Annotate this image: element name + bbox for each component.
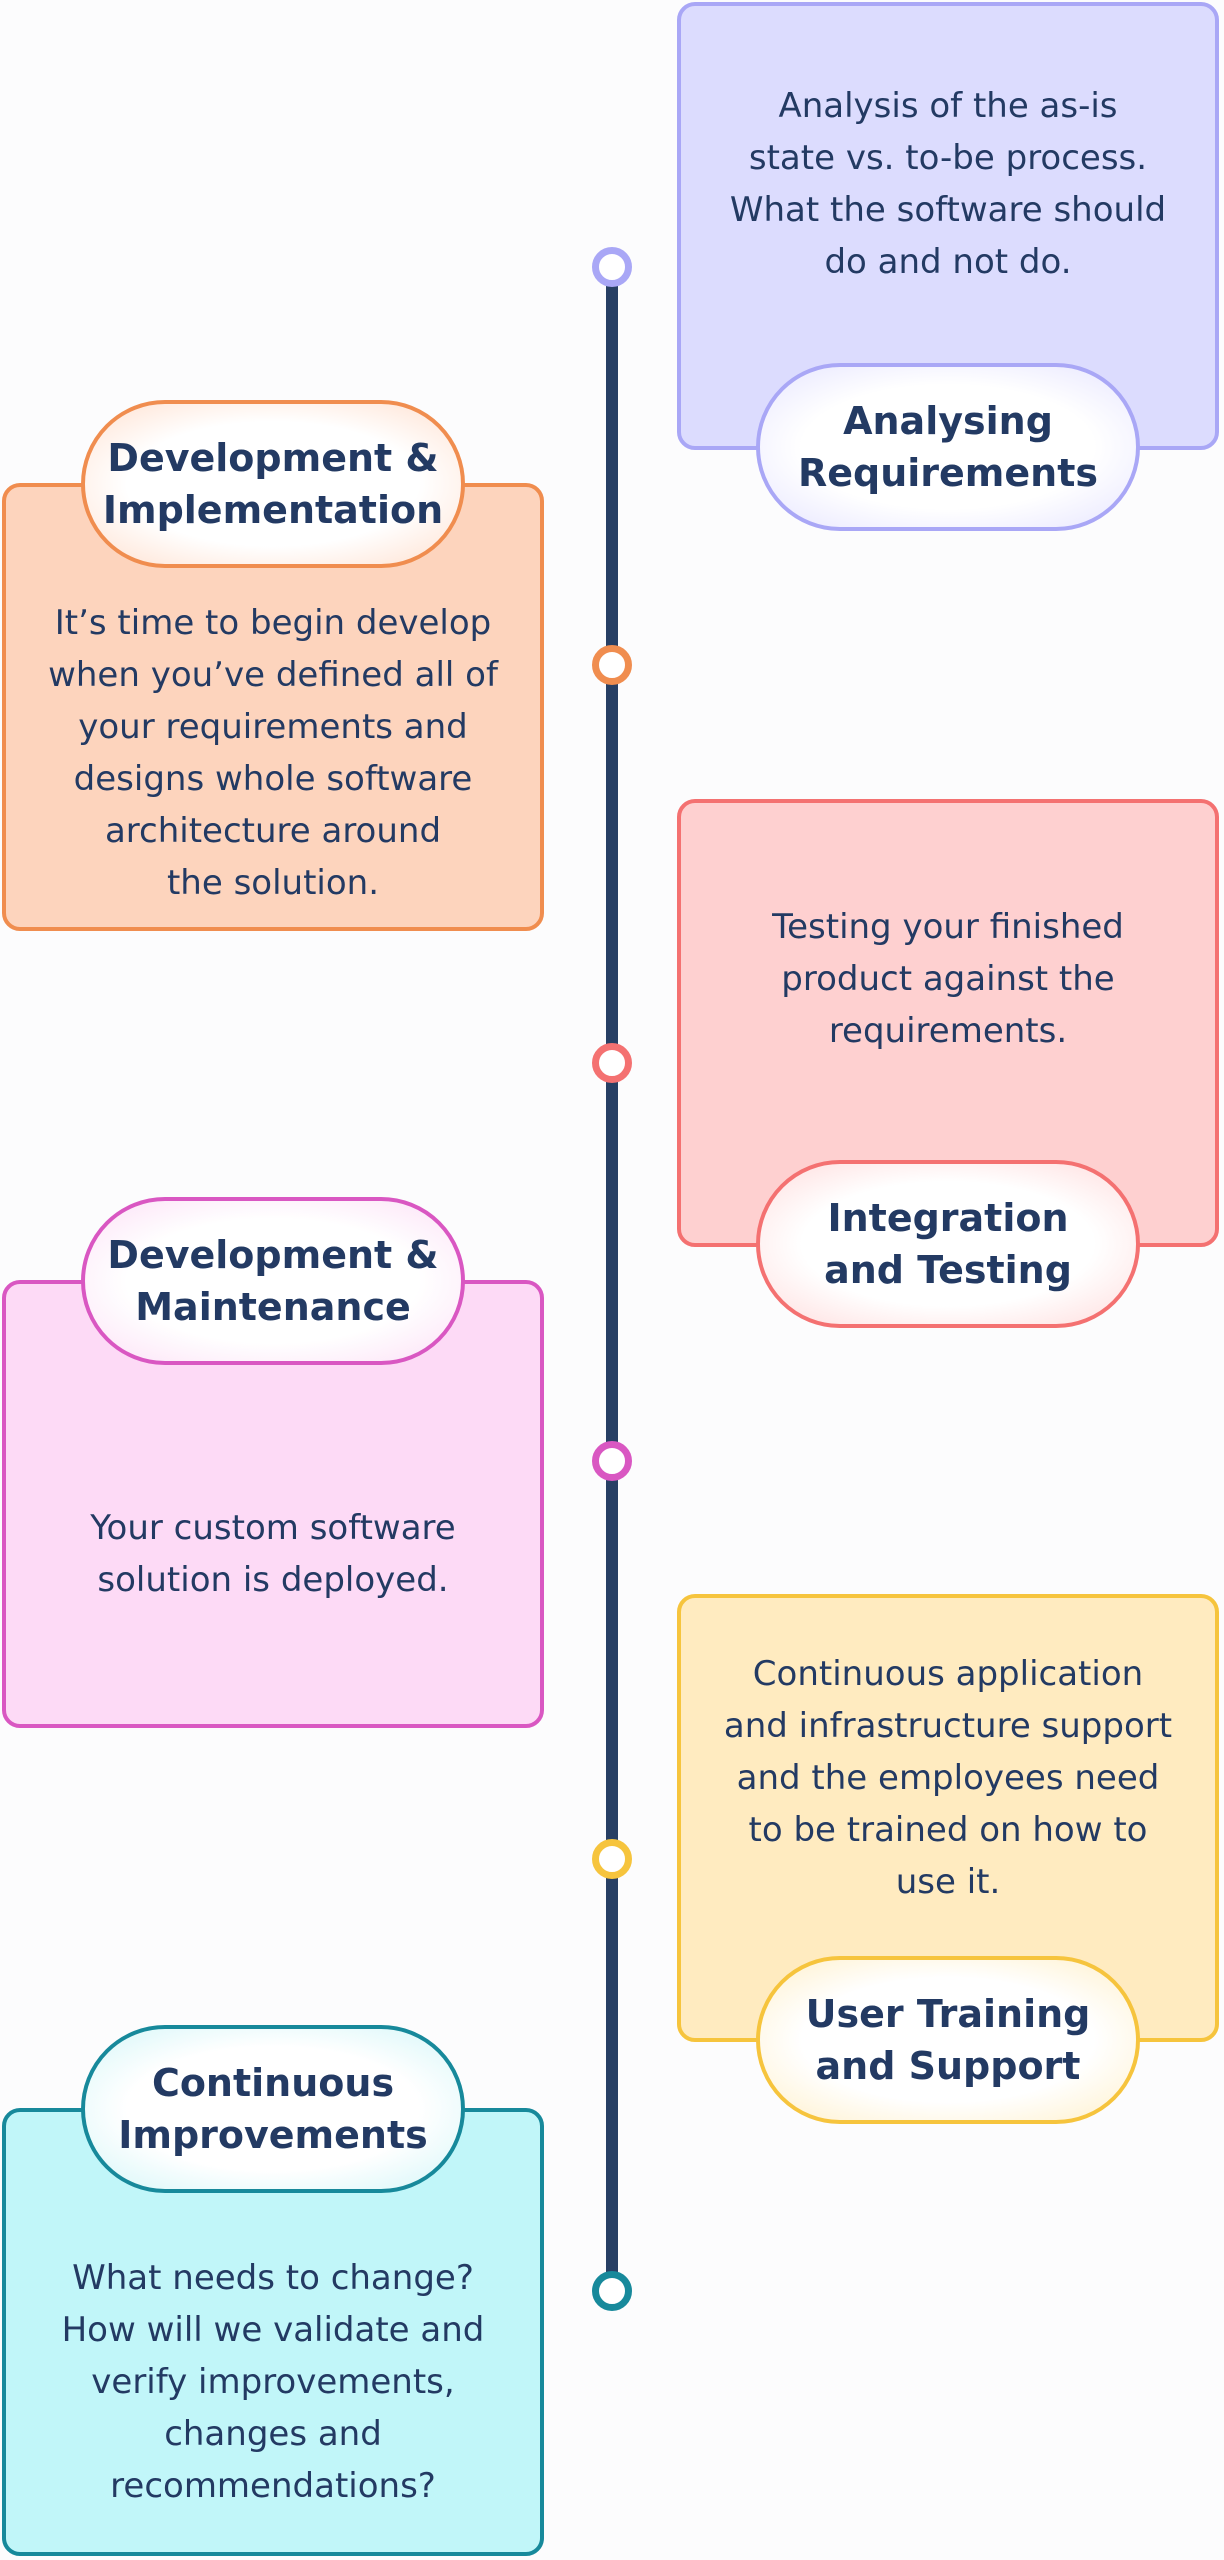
step-card-analysing: Analysis of the as-is state vs. to-be pr… bbox=[677, 2, 1219, 450]
step-title-training: User Training and Support bbox=[756, 1956, 1140, 2124]
step-description: Continuous application and infrastructur… bbox=[723, 1654, 1173, 1902]
step-title-text: Development & Maintenance bbox=[107, 1233, 439, 1329]
step-description: What needs to change? How will we valida… bbox=[61, 2258, 485, 2506]
step-title-testing: Integration and Testing bbox=[756, 1160, 1140, 1328]
timeline-node-training bbox=[592, 1839, 632, 1879]
step-title-text: Development & Implementation bbox=[102, 436, 444, 532]
timeline-node-maintenance bbox=[592, 1441, 632, 1481]
step-title-maintenance: Development & Maintenance bbox=[81, 1197, 465, 1365]
step-description: It’s time to begin develop when you’ve d… bbox=[48, 603, 498, 903]
step-title-text: User Training and Support bbox=[805, 1992, 1091, 2088]
timeline-node-testing bbox=[592, 1043, 632, 1083]
timeline-node-analysing bbox=[592, 247, 632, 287]
step-card-training: Continuous application and infrastructur… bbox=[677, 1594, 1219, 2042]
timeline-node-improvements bbox=[592, 2271, 632, 2311]
step-title-analysing: Analysing Requirements bbox=[756, 363, 1140, 531]
step-title-implementation: Development & Implementation bbox=[81, 400, 465, 568]
timeline-node-implementation bbox=[592, 645, 632, 685]
timeline-line bbox=[606, 270, 618, 2300]
step-title-text: Continuous Improvements bbox=[118, 2061, 428, 2157]
step-description: Your custom software solution is deploye… bbox=[90, 1508, 456, 1600]
step-title-improvements: Continuous Improvements bbox=[81, 2025, 465, 2193]
step-description: Analysis of the as-is state vs. to-be pr… bbox=[729, 86, 1167, 282]
step-title-text: Integration and Testing bbox=[824, 1196, 1072, 1292]
step-description: Testing your finished product against th… bbox=[772, 907, 1124, 1051]
step-title-text: Analysing Requirements bbox=[797, 399, 1099, 495]
